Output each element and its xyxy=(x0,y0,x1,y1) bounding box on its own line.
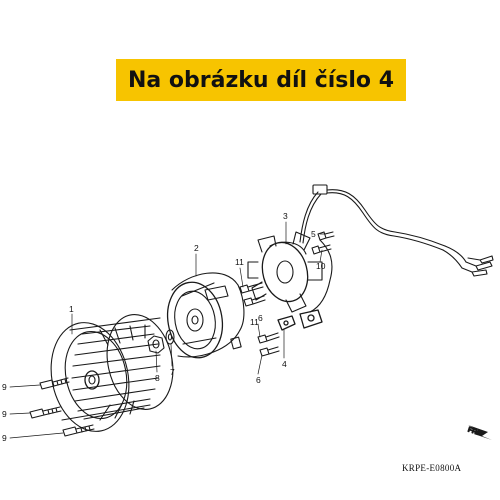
title-banner: Na obrázku díl číslo 4 xyxy=(116,59,406,101)
diagram-code: KRPE-E0800A xyxy=(402,463,461,473)
screw-5 xyxy=(317,231,335,241)
bolt-6-a xyxy=(257,332,280,344)
label-part-4: 4 xyxy=(282,359,287,369)
label-part-9c: 9 xyxy=(2,433,7,443)
bolt-11-lower xyxy=(243,295,266,307)
pulse-generator-part-4 xyxy=(277,309,323,331)
cooling-fan xyxy=(50,314,174,432)
label-part-6a: 6 xyxy=(258,313,263,323)
label-part-2: 2 xyxy=(194,243,199,253)
label-part-7: 7 xyxy=(170,367,175,377)
bolt-9-top xyxy=(39,377,70,390)
label-part-10: 10 xyxy=(316,261,326,271)
banner-text: Na obrázku díl číslo 4 xyxy=(127,67,395,93)
flywheel xyxy=(166,272,245,359)
label-part-11a: 11 xyxy=(235,257,244,267)
bolt-9-bottom xyxy=(62,424,95,437)
label-part-9a: 9 xyxy=(2,382,7,392)
label-part-1: 1 xyxy=(69,304,74,314)
nut-8 xyxy=(147,335,165,354)
stator xyxy=(247,231,323,313)
direction-label: FR. xyxy=(467,427,480,437)
bolt-9-middle xyxy=(29,406,62,419)
bolt-6-b xyxy=(259,346,280,357)
label-part-5: 5 xyxy=(311,229,316,239)
bolt-11-upper xyxy=(239,282,264,294)
label-part-8: 8 xyxy=(155,373,160,383)
label-part-9b: 9 xyxy=(2,409,7,419)
label-part-3: 3 xyxy=(283,211,288,221)
label-part-11b: 11 xyxy=(250,317,259,327)
washer-7 xyxy=(165,329,175,345)
label-part-6b: 6 xyxy=(256,375,261,385)
part-labels: 1 2 3 4 5 6 6 7 8 9 9 9 10 11 11 xyxy=(2,211,326,443)
leader-lines xyxy=(9,221,326,439)
front-direction-arrow: FR. xyxy=(466,425,492,440)
direction-arrow-icon xyxy=(468,425,492,440)
wire-harness xyxy=(299,184,494,313)
